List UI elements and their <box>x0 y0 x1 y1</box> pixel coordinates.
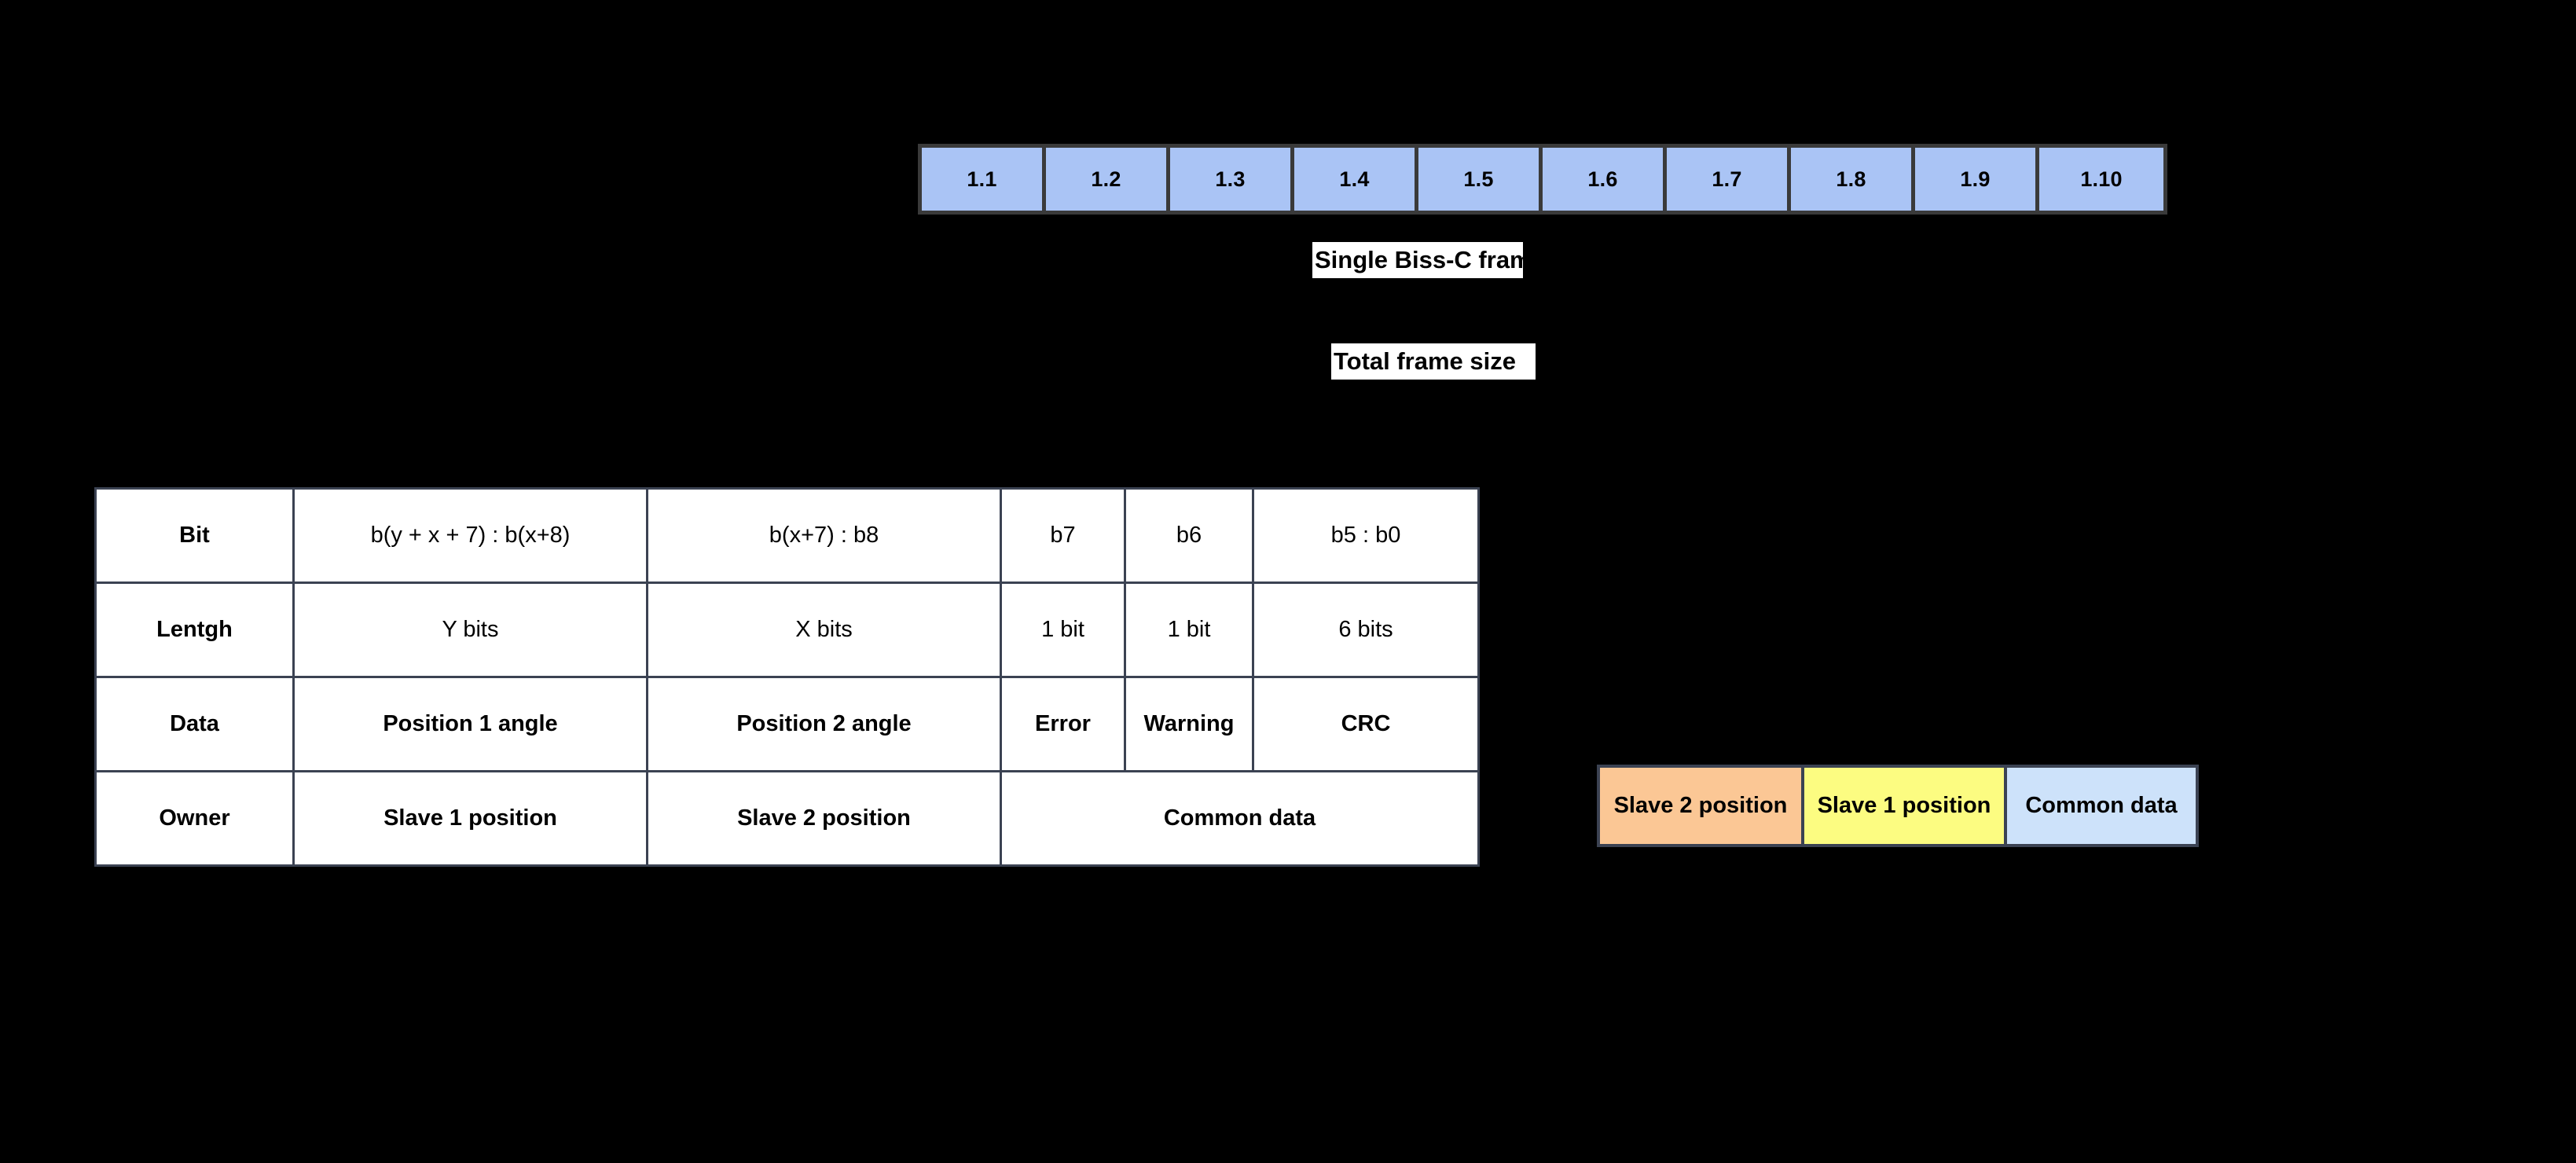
table-cell: b6 <box>1124 487 1254 584</box>
frame-cell-1-6: 1.6 <box>1543 148 1667 211</box>
legend-item: Slave 1 position <box>1804 768 2007 844</box>
table-cell: b5 : b0 <box>1252 487 1480 584</box>
table-cell: CRC <box>1252 676 1480 772</box>
frame-cell-1-5: 1.5 <box>1418 148 1543 211</box>
table-cell: b(y + x + 7) : b(x+8) <box>292 487 648 584</box>
row-header-owner: Owner <box>94 770 295 867</box>
table-cell: 6 bits <box>1252 582 1480 678</box>
table-cell: 1 bit <box>1124 582 1254 678</box>
table-cell: 1 bit <box>1000 582 1126 678</box>
table-cell: Y bits <box>292 582 648 678</box>
table-cell: b(x+7) : b8 <box>646 487 1002 584</box>
row-header-data: Data <box>94 676 295 772</box>
table-cell: Warning <box>1124 676 1254 772</box>
frame-cell-1-1: 1.1 <box>922 148 1046 211</box>
frame-cell-1-4: 1.4 <box>1294 148 1418 211</box>
legend-item: Slave 2 position <box>1600 768 1804 844</box>
frame-cell-1-10: 1.10 <box>2039 148 2163 211</box>
total-frame-size-label: Total frame size <box>1331 343 1536 380</box>
table-cell: X bits <box>646 582 1002 678</box>
frame-cell-1-3: 1.3 <box>1170 148 1294 211</box>
legend-item: Common data <box>2007 768 2196 844</box>
row-header-bit: Bit <box>94 487 295 584</box>
table-cell: Common data <box>1000 770 1480 867</box>
frame-cell-1-9: 1.9 <box>1915 148 2039 211</box>
row-header-lentgh: Lentgh <box>94 582 295 678</box>
frame-cell-1-8: 1.8 <box>1791 148 1915 211</box>
table-cell: Slave 1 position <box>292 770 648 867</box>
table-cell: Error <box>1000 676 1126 772</box>
single-frame-label: Single Biss-C fram <box>1312 242 1523 278</box>
frame-cell-1-7: 1.7 <box>1667 148 1791 211</box>
table-cell: Slave 2 position <box>646 770 1002 867</box>
table-cell: Position 2 angle <box>646 676 1002 772</box>
table-cell: Position 1 angle <box>292 676 648 772</box>
frame-cell-1-2: 1.2 <box>1046 148 1170 211</box>
table-cell: b7 <box>1000 487 1126 584</box>
